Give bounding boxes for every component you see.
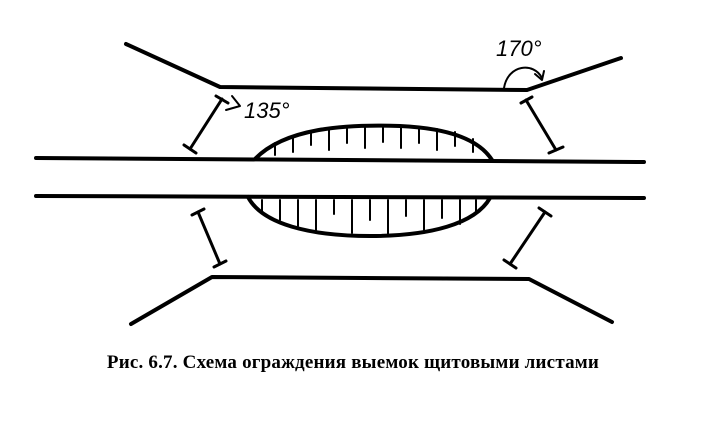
fence-bottom	[129, 206, 614, 326]
excavation-bottom	[246, 195, 492, 238]
trench-line-bottom	[34, 194, 646, 200]
fence-top	[124, 42, 623, 155]
excavation-top	[253, 123, 494, 162]
trench-line-top	[34, 156, 646, 164]
figure-caption: Рис. 6.7. Схема ограждения выемок щитовы…	[106, 352, 600, 373]
angle-135-label: 135°	[244, 98, 290, 123]
angle-170-label: 170°	[496, 36, 542, 61]
angle-170-marker: 170°	[496, 36, 545, 89]
angle-135-marker: 135°	[225, 95, 290, 123]
